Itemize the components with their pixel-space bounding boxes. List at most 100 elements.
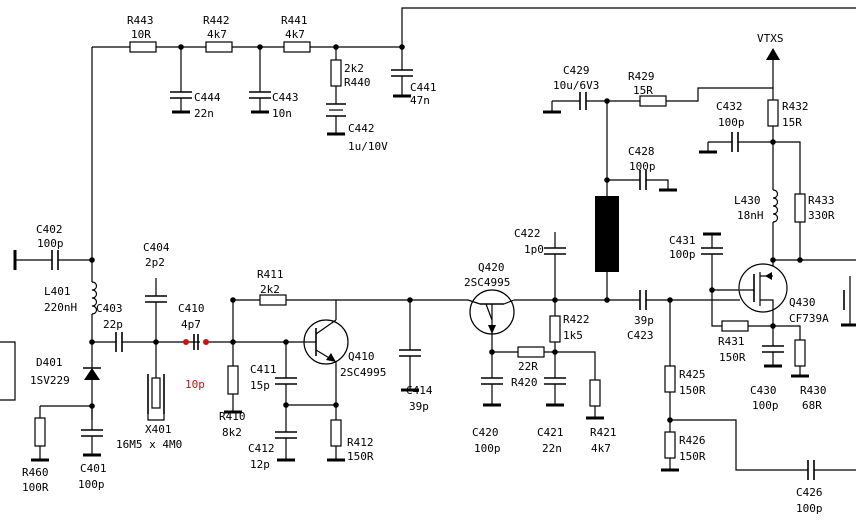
crystal-x401 xyxy=(147,374,165,421)
label-r440-value: 2k2 xyxy=(344,62,364,75)
label-c412-value: 12p xyxy=(250,458,270,471)
label-r441-value: 4k7 xyxy=(285,28,305,41)
ground-symbols xyxy=(13,94,856,472)
capacitor-c443 xyxy=(249,91,271,99)
label-c401-value: 100p xyxy=(78,478,105,491)
label-c423-value: 39p xyxy=(634,314,654,327)
capacitor-c432 xyxy=(731,132,739,152)
resistor-r431 xyxy=(721,320,749,332)
label-c414-name: C414 xyxy=(406,384,433,397)
label-r421-value: 4k7 xyxy=(591,442,611,455)
capacitor-c442 xyxy=(326,103,346,117)
label-c444-value: 22n xyxy=(194,107,214,120)
label-r440-name: R440 xyxy=(344,76,371,89)
label-r422-name: R422 xyxy=(563,313,590,326)
rf-choke xyxy=(595,196,619,272)
label-c410-name: C410 xyxy=(178,302,205,315)
resistor-r410 xyxy=(227,365,239,395)
label-r412-value: 150R xyxy=(347,450,374,463)
label-c432-name: C432 xyxy=(716,100,743,113)
resistor-r430 xyxy=(794,339,806,367)
junction-dots xyxy=(89,44,803,423)
label-r430-name: R430 xyxy=(800,384,827,397)
resistor-r432 xyxy=(767,99,779,127)
label-c411-value: 15p xyxy=(250,379,270,392)
resistor-r426 xyxy=(664,431,676,459)
label-l430-value: 18nH xyxy=(737,209,764,222)
label-q410-name: Q410 xyxy=(348,350,375,363)
label-d401-value: 1SV229 xyxy=(30,374,70,387)
label-q420-value: 2SC4995 xyxy=(464,276,510,289)
capacitor-c428 xyxy=(639,170,647,190)
label-r433-name: R433 xyxy=(808,194,835,207)
component-labels: R443 10R R442 4k7 R441 4k7 2k2 R440 C441… xyxy=(22,14,835,515)
resistor-r442 xyxy=(205,41,233,53)
capacitor-c421 xyxy=(544,377,566,385)
capacitor-c403 xyxy=(115,332,123,352)
label-c414-value: 39p xyxy=(409,400,429,413)
label-q430-name: Q430 xyxy=(789,296,816,309)
wires xyxy=(0,7,856,471)
label-x401-name: X401 xyxy=(145,423,172,436)
label-c431-value: 100p xyxy=(669,248,696,261)
label-c426-name: C426 xyxy=(796,486,823,499)
label-r411-name: R411 xyxy=(257,268,284,281)
label-c429-name: C429 xyxy=(563,64,590,77)
label-r460-name: R460 xyxy=(22,466,49,479)
capacitor-c444 xyxy=(170,91,192,99)
label-d401-name: D401 xyxy=(36,356,63,369)
label-r443-value: 10R xyxy=(131,28,151,41)
resistor-r412 xyxy=(330,419,342,447)
label-q410-value: 2SC4995 xyxy=(340,366,386,379)
label-c402-name: C402 xyxy=(36,223,63,236)
label-c412-name: C412 xyxy=(248,442,275,455)
label-c421-name: C421 xyxy=(537,426,564,439)
capacitor-c423 xyxy=(639,290,647,310)
transistor-q430 xyxy=(738,263,788,326)
label-c420-name: C420 xyxy=(472,426,499,439)
label-l430-name: L430 xyxy=(734,194,761,207)
label-c444-name: C444 xyxy=(194,91,221,104)
capacitor-c402 xyxy=(51,250,59,270)
capacitor-c429 xyxy=(579,92,587,110)
capacitor-c431 xyxy=(701,247,723,255)
label-c403-name: C403 xyxy=(96,302,123,315)
diode-d401 xyxy=(83,367,101,380)
label-c402-value: 100p xyxy=(37,237,64,250)
label-c422-name: C422 xyxy=(514,227,541,240)
label-q420-name: Q420 xyxy=(478,261,505,274)
resistor-r429 xyxy=(639,95,667,107)
label-r426-name: R426 xyxy=(679,434,706,447)
resistor-r441 xyxy=(283,41,311,53)
label-c422-value: 1p0 xyxy=(524,243,544,256)
label-r421-name: R421 xyxy=(590,426,617,439)
label-c410-alt-value: 10p xyxy=(185,378,205,391)
label-r442-value: 4k7 xyxy=(207,28,227,41)
label-c442-value: 1u/10V xyxy=(348,140,388,153)
label-vtxs: VTXS xyxy=(757,32,784,45)
label-r410-name: R410 xyxy=(219,410,246,423)
label-c420-value: 100p xyxy=(474,442,501,455)
capacitor-c401 xyxy=(81,429,103,437)
label-c428-name: C428 xyxy=(628,145,655,158)
label-r429-name: R429 xyxy=(628,70,655,83)
label-r429-value: 15R xyxy=(633,84,653,97)
label-c441-name: C441 xyxy=(410,81,437,94)
label-r432-name: R432 xyxy=(782,100,809,113)
transistor-q420 xyxy=(467,289,515,335)
label-c426-value: 100p xyxy=(796,502,823,515)
label-r442-name: R442 xyxy=(203,14,230,27)
label-c401-name: C401 xyxy=(80,462,107,475)
label-r411-value: 2k2 xyxy=(260,283,280,296)
label-c443-name: C443 xyxy=(272,91,299,104)
vtxs-arrow xyxy=(766,48,780,60)
label-c429-value: 10u/6V3 xyxy=(553,79,599,92)
resistors xyxy=(34,41,806,459)
label-l401-value: 220nH xyxy=(44,301,77,314)
capacitors xyxy=(51,69,845,480)
label-r410-value: 8k2 xyxy=(222,426,242,439)
capacitor-c404 xyxy=(145,295,167,303)
resistor-r433 xyxy=(794,193,806,223)
capacitor-c412 xyxy=(275,431,297,439)
